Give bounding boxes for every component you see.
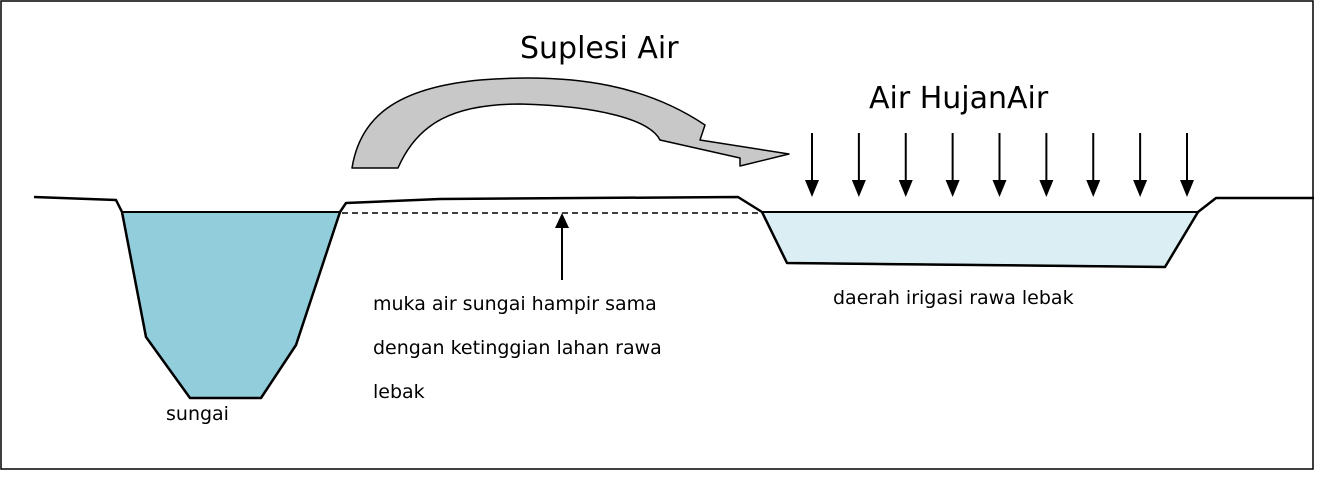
rain-arrow-icon — [992, 133, 1007, 197]
rain-arrow-icon — [945, 133, 960, 197]
water-level-pointer-icon — [555, 213, 569, 280]
hujan-label: Air HujanAir — [869, 81, 1049, 116]
rain-arrow-icon — [805, 133, 819, 197]
note-line-2: dengan ketinggian lahan rawa — [373, 337, 662, 359]
swamp-water — [760, 211, 1200, 269]
rain-arrows — [805, 133, 1194, 197]
rain-arrow-icon — [1180, 133, 1194, 197]
river-label: sungai — [166, 403, 229, 425]
rain-arrow-icon — [1133, 133, 1148, 197]
river-water — [120, 211, 342, 399]
rain-arrow-icon — [1086, 133, 1101, 197]
rain-arrow-icon — [1039, 133, 1054, 197]
rain-arrow-icon — [851, 133, 866, 197]
note-line-1: muka air sungai hampir sama — [373, 293, 657, 315]
swamp-area-label: daerah irigasi rawa lebak — [833, 287, 1074, 309]
curved-transfer-arrow-icon — [351, 77, 790, 169]
suplesi-label: Suplesi Air — [520, 31, 679, 66]
ground-line — [33, 195, 1314, 400]
note-line-3: lebak — [373, 381, 425, 403]
rain-arrow-icon — [898, 133, 913, 197]
